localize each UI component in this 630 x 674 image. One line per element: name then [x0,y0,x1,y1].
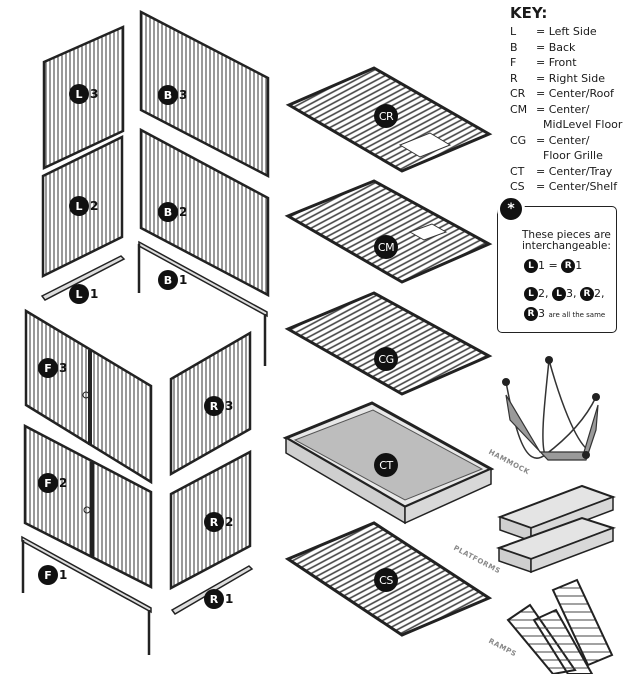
key-row: L = Left Side [510,24,628,40]
key-definition: = Back [536,40,576,54]
key-definition: = Center/Tray [536,164,613,178]
badge-R1-num: 1 [225,592,234,606]
badge-CG: CG [374,347,398,371]
mini-badge-L: L [524,259,538,273]
asterisk-icon: * [497,195,525,223]
badge-B1: B [158,270,178,290]
platform-lower [495,516,617,574]
key-definition: = Right Side [536,71,605,85]
badge-CR: CR [374,104,398,128]
key-code: F [510,56,517,69]
key-row: CG = Center/ Floor Grille [510,133,628,164]
key-code: CR [510,87,526,100]
key-row: CR = Center/Roof [510,86,628,102]
badge-L2: L [69,196,89,216]
mini-num: 3 [566,287,573,300]
badge-F1-num: 1 [59,568,68,582]
mini-num: 1 [538,259,545,272]
ramp-3 [532,608,594,674]
badge-L1: L [69,284,89,304]
note-same-text: are all the same [548,311,606,319]
mini-num: 1 [575,259,583,272]
badge-L3: L [69,84,89,104]
rail-F1 [21,535,152,655]
badge-L1-num: 1 [90,287,99,301]
note-heading: These pieces are interchangeable: [522,229,611,252]
mini-badge-L: L [552,287,566,301]
rail-B1 [137,240,268,366]
mini-num: 2 [594,287,601,300]
key-title: KEY: [510,4,548,22]
hammock-illustration [502,356,600,461]
mini-badge-R: R [524,307,538,321]
equals-sign: = [548,259,558,272]
key-code: B [510,40,518,54]
mini-num: 3 [538,307,545,320]
key-row: CT = Center/Tray [510,164,628,180]
key-code: R [510,71,518,85]
mini-badge-L: L [524,287,538,301]
badge-B2: B [158,202,178,222]
comma: , [601,287,605,300]
key-row: CS = Center/Shelf [510,179,628,195]
panel-F2 [23,423,153,590]
badge-R2-num: 2 [225,515,234,529]
ramp-1 [551,578,614,667]
badge-B3: B [158,85,178,105]
badge-L2-num: 2 [90,199,99,213]
mini-badge-R: R [561,259,576,273]
center-midlevel-floor-panel [284,179,493,284]
mini-num: 2 [538,287,545,300]
comma: , [545,287,549,300]
badge-R3: R [204,396,224,416]
key-code: CG [510,133,527,147]
key-row: B = Back [510,40,628,56]
badge-R1: R [204,589,224,609]
badge-CM: CM [374,235,398,259]
key-definition: = Center/Shelf [536,180,618,193]
badge-B1-num: 1 [179,273,188,287]
key-code: CM [510,102,528,116]
key-code: CS [510,180,525,193]
badge-F3: F [38,358,58,378]
key-row: CM = Center/ MidLevel Floor [510,102,628,133]
badge-L3-num: 3 [90,87,99,101]
key-code: CT [510,164,525,178]
badge-R3-num: 3 [225,399,234,413]
badge-CT: CT [374,453,398,477]
key-definition: = Center/ MidLevel Floor [536,102,623,132]
rail-L1 [40,255,126,301]
center-floor-grille-panel [284,291,493,396]
badge-F2: F [38,473,58,493]
key-definition: = Left Side [536,25,597,38]
panel-B2 [139,127,270,298]
badge-F1: F [38,565,58,585]
badge-F3-num: 3 [59,361,68,375]
badge-CS: CS [374,568,398,592]
legend-key: KEY: L = Left Side B = Back F = Front R = Ri… [510,4,628,195]
key-row: R = Right Side [510,71,628,87]
badge-F2-num: 2 [59,476,68,490]
key-row: F = Front [510,55,628,71]
key-definition: = Front [536,56,577,69]
mini-badge-R: R [580,287,594,301]
badge-R2: R [204,512,224,532]
comma: , [573,287,577,300]
badge-B3-num: 3 [179,88,188,102]
key-code: L [510,25,517,38]
panel-B3 [139,9,270,179]
panel-F3 [24,308,153,485]
key-definition: = Center/ Floor Grille [536,133,603,163]
badge-B2-num: 2 [179,205,188,219]
key-definition: = Center/Roof [536,87,614,100]
